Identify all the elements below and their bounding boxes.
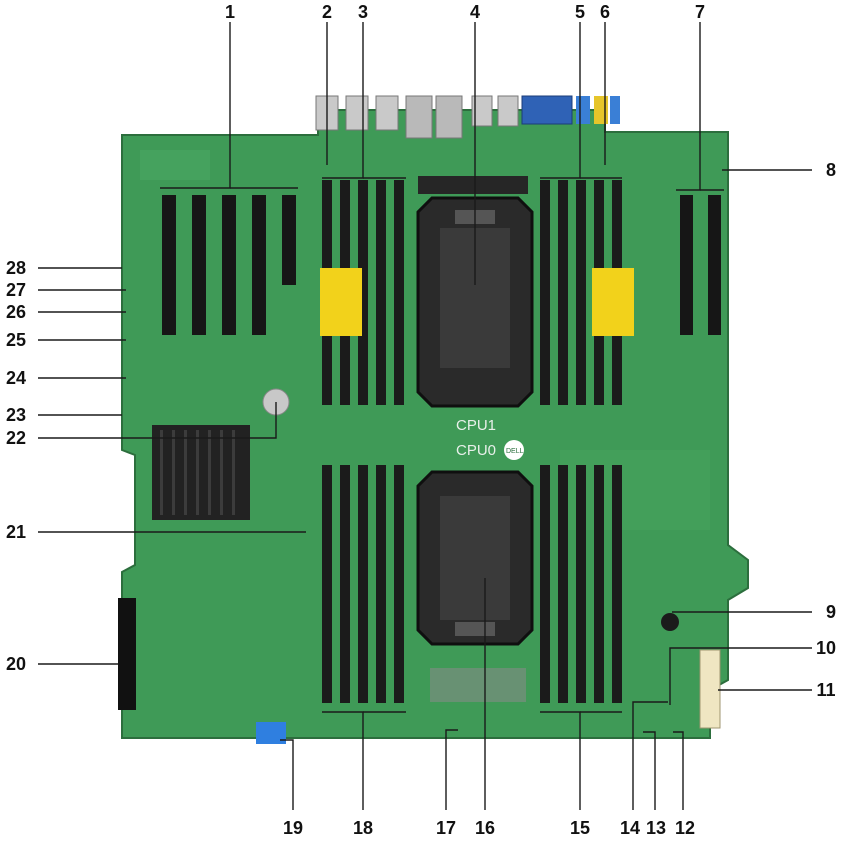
- callout-7: 7: [695, 2, 705, 22]
- callout-10: 10: [816, 638, 836, 658]
- blue-header-19: [256, 722, 286, 744]
- cpu-labels: CPU1 CPU0 DELL: [456, 417, 524, 460]
- warning-label: [592, 268, 634, 336]
- leader-19: [280, 739, 294, 810]
- fan-connector-9: [661, 613, 679, 631]
- vga-port: [521, 95, 573, 125]
- power-connector-24pin: [118, 598, 136, 710]
- pcie-slots-right: [680, 195, 721, 335]
- callout-2: 2: [322, 2, 332, 22]
- warning-label: [320, 268, 362, 336]
- cpu1-silkscreen: CPU1: [456, 417, 496, 434]
- callout-28: 28: [6, 258, 26, 278]
- usb-port: [375, 95, 399, 131]
- pcie-slot: [192, 195, 206, 335]
- callout-5: 5: [575, 2, 585, 22]
- dell-logo-text: DELL: [506, 448, 524, 455]
- callout-15: 15: [570, 818, 590, 838]
- usb-port: [497, 95, 519, 127]
- leader-12: [673, 731, 684, 810]
- cpu1-socket: [416, 196, 534, 408]
- vrm-heatsink-top: [418, 176, 528, 194]
- pcie-slot: [222, 195, 236, 335]
- callout-24: 24: [6, 368, 26, 388]
- dimm-bank-cpu1-right: [540, 180, 634, 405]
- pcie-slot: [282, 195, 296, 285]
- cpu0-socket: [416, 470, 534, 646]
- leader-17: [445, 729, 458, 810]
- leader-13: [643, 731, 656, 810]
- callout-1: 1: [225, 2, 235, 22]
- ethernet-port: [435, 95, 463, 139]
- callout-16: 16: [475, 818, 495, 838]
- callout-3: 3: [358, 2, 368, 22]
- callout-25: 25: [6, 330, 26, 350]
- callout-20: 20: [6, 654, 26, 674]
- cpu0-silkscreen: CPU0: [456, 442, 496, 459]
- callout-21: 21: [6, 522, 26, 542]
- callout-lines: [38, 22, 812, 810]
- callout-4: 4: [470, 2, 480, 22]
- dimm-bank-cpu0-right: [540, 465, 622, 703]
- pcie-slot: [680, 195, 693, 335]
- callout-13: 13: [646, 818, 666, 838]
- audio-jack-blue: [610, 96, 620, 124]
- callout-27: 27: [6, 280, 26, 300]
- serial-port-blue: [576, 96, 590, 124]
- pcie-slot: [708, 195, 721, 335]
- callout-19: 19: [283, 818, 303, 838]
- leader-22: [38, 402, 277, 439]
- callout-12: 12: [675, 818, 695, 838]
- callout-17: 17: [436, 818, 456, 838]
- callout-22: 22: [6, 428, 26, 448]
- callout-14: 14: [620, 818, 640, 838]
- callout-9: 9: [826, 602, 836, 622]
- vrm-components-bottom: [430, 668, 526, 702]
- usb-port: [471, 95, 493, 127]
- chipset-heatsink: [152, 425, 250, 520]
- callout-18: 18: [353, 818, 373, 838]
- callout-11: 11: [816, 680, 835, 700]
- pcie-slot: [252, 195, 266, 335]
- usb-port: [345, 95, 369, 131]
- pcie-slots-left: [162, 195, 296, 335]
- dell-logo: [504, 440, 524, 460]
- dimm-bank-cpu1-left: [320, 180, 404, 405]
- ethernet-port: [405, 95, 433, 139]
- callout-numbers: 1 2 3 4 5 6 7 8 9 10 11 19 18 17 16 15 1…: [6, 2, 836, 838]
- power-connector-11: [699, 649, 721, 729]
- callout-8: 8: [826, 160, 836, 180]
- leader-10: [669, 647, 812, 705]
- leader-14: [632, 701, 668, 810]
- callout-6: 6: [600, 2, 610, 22]
- dimm-bank-cpu0-left: [322, 465, 404, 703]
- callout-26: 26: [6, 302, 26, 322]
- audio-jack-yellow: [594, 96, 608, 124]
- pcie-slot: [162, 195, 176, 335]
- callout-23: 23: [6, 405, 26, 425]
